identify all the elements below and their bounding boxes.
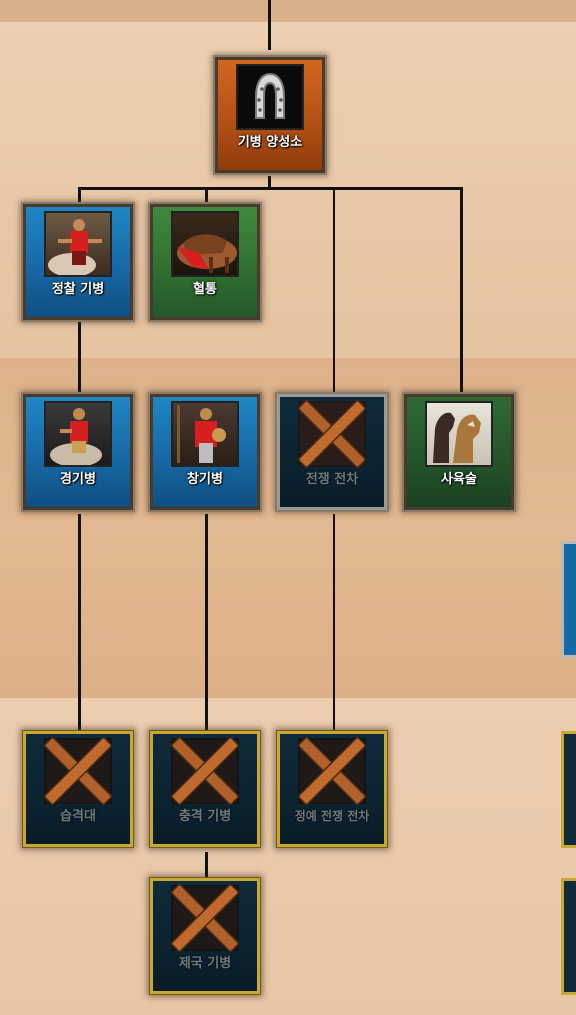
crossed-planks-icon bbox=[171, 737, 239, 805]
age-band-top bbox=[0, 0, 576, 22]
lancer-label: 창기병 bbox=[187, 472, 223, 487]
bloodlines-saddle-icon bbox=[171, 211, 239, 277]
hussar-card[interactable]: 습격대 bbox=[23, 731, 133, 847]
elite-war-chariot-card[interactable]: 정예 전쟁 전차 bbox=[277, 731, 387, 847]
bloodlines-tech-card[interactable]: 혈통 bbox=[150, 204, 260, 320]
stable-building-card[interactable]: 기병 양성소 bbox=[215, 57, 325, 173]
horseshoe-icon bbox=[236, 64, 304, 130]
husbandry-tech-card[interactable]: 사육술 bbox=[404, 394, 514, 510]
husbandry-horses-icon bbox=[425, 401, 493, 467]
war-chariot-label: 전쟁 전차 bbox=[305, 472, 359, 487]
light-cavalry-icon bbox=[44, 401, 112, 467]
shock-cavalry-label: 충격 기병 bbox=[178, 809, 232, 824]
offscreen-card-blue[interactable] bbox=[561, 541, 576, 658]
crossed-planks-icon bbox=[298, 400, 366, 468]
scout-cavalry-icon bbox=[44, 211, 112, 277]
hussar-label: 습격대 bbox=[60, 809, 96, 824]
husbandry-label: 사육술 bbox=[441, 472, 477, 487]
crossed-planks-icon bbox=[171, 884, 239, 952]
offscreen-card-locked-2[interactable] bbox=[561, 878, 576, 995]
scout-cavalry-card[interactable]: 정찰 기병 bbox=[23, 204, 133, 320]
elite-war-chariot-label: 정예 전쟁 전차 bbox=[294, 809, 370, 823]
stable-label: 기병 양성소 bbox=[237, 135, 303, 150]
light-cavalry-label: 경기병 bbox=[60, 472, 96, 487]
imperial-cavalry-label: 제국 기병 bbox=[178, 956, 232, 971]
offscreen-card-locked[interactable] bbox=[561, 731, 576, 848]
war-chariot-card[interactable]: 전쟁 전차 bbox=[277, 394, 387, 510]
bloodlines-label: 혈통 bbox=[193, 282, 217, 297]
crossed-planks-icon bbox=[44, 737, 112, 805]
crossed-planks-icon bbox=[298, 737, 366, 805]
lancer-icon bbox=[171, 401, 239, 467]
lancer-card[interactable]: 창기병 bbox=[150, 394, 260, 510]
shock-cavalry-card[interactable]: 충격 기병 bbox=[150, 731, 260, 847]
imperial-cavalry-card[interactable]: 제국 기병 bbox=[150, 878, 260, 994]
scout-cavalry-label: 정찰 기병 bbox=[51, 282, 105, 297]
light-cavalry-card[interactable]: 경기병 bbox=[23, 394, 133, 510]
